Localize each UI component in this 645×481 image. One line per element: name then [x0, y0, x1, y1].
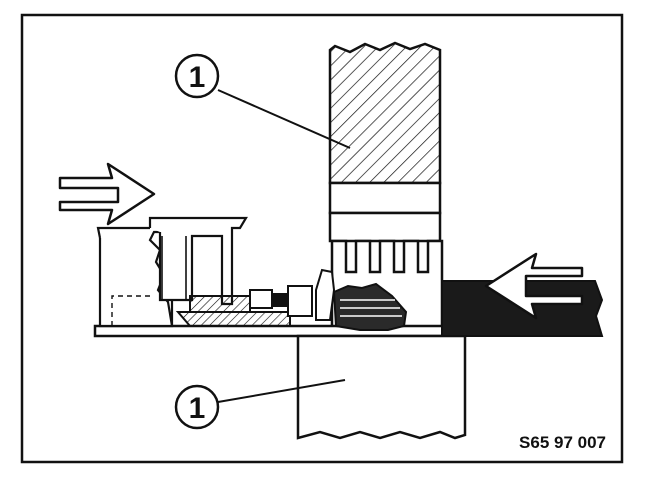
callout-bottom: 1 — [174, 379, 346, 430]
arrow-right-icon — [58, 162, 156, 226]
seal-housing — [96, 216, 248, 328]
arrow-left-icon — [484, 252, 584, 320]
callout-bottom-label: 1 — [189, 392, 206, 425]
spring-clip — [249, 268, 336, 321]
base-plate — [93, 324, 467, 338]
reference-code: S65 97 007 — [519, 433, 606, 452]
seal-ring-lower — [175, 311, 291, 327]
lower-component — [296, 334, 467, 440]
diagram-frame — [20, 13, 624, 464]
seal-ring-upper — [189, 295, 251, 313]
callout-top: 1 — [174, 53, 351, 149]
callout-top-label: 1 — [189, 61, 206, 94]
shaft-seal-dark — [332, 282, 408, 331]
shaft-seal-stripes — [340, 299, 402, 317]
